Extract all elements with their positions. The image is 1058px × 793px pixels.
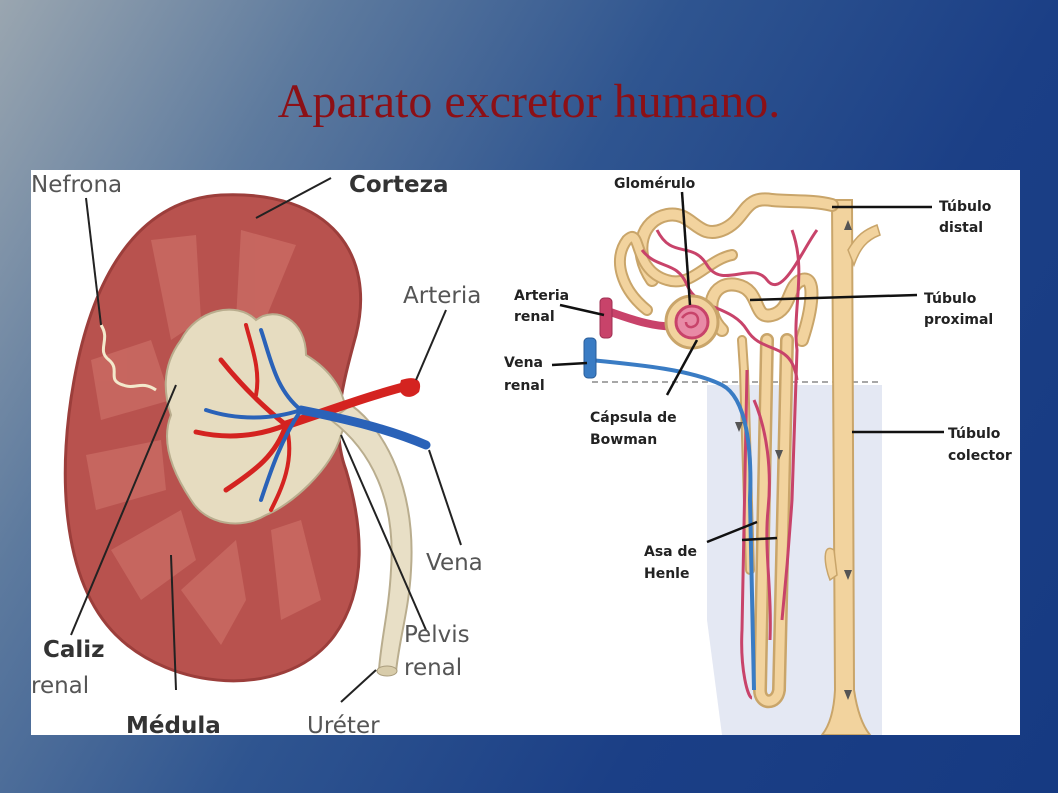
label-asa-1: Asa de <box>644 544 697 560</box>
label-vena-renal-2: renal <box>504 378 545 394</box>
label-tubulo-proximal-2: proximal <box>924 312 993 328</box>
label-vena: Vena <box>426 550 483 576</box>
label-asa-2: Henle <box>644 566 689 582</box>
peritubular-capillaries <box>640 229 819 700</box>
renal-vein-branches <box>204 328 431 502</box>
slide-title: Aparato excretor humano. <box>277 75 781 128</box>
label-caliz-1: Caliz <box>43 637 105 663</box>
label-arteria: Arteria <box>403 283 481 309</box>
nephron-illustration: Glomérulo Túbulo distal Arteria renal Tú… <box>504 176 1012 735</box>
nephron-squiggle <box>99 324 157 392</box>
convoluted-tubules <box>613 192 839 709</box>
nephron-diagram: Glomérulo Túbulo distal Arteria renal Tú… <box>492 170 1020 735</box>
flow-arrows <box>735 220 852 700</box>
collecting-duct <box>820 199 872 735</box>
renal-artery-branches <box>193 323 416 512</box>
kidney-leader-lines <box>70 177 462 703</box>
nephron-leader-lines <box>551 191 944 544</box>
label-arteria-renal-1: Arteria <box>514 288 569 304</box>
label-tubulo-distal-1: Túbulo <box>939 199 992 215</box>
label-corteza: Corteza <box>349 172 449 198</box>
label-tubulo-proximal-1: Túbulo <box>924 291 977 307</box>
label-nefrona: Nefrona <box>31 172 122 198</box>
label-medula: Médula <box>126 713 221 735</box>
label-pelvis-1: Pelvis <box>404 622 470 648</box>
label-glomerulo: Glomérulo <box>614 176 696 192</box>
kidney-medulla-pyramids <box>86 230 321 645</box>
label-pelvis-2: renal <box>404 655 462 681</box>
label-vena-renal-1: Vena <box>504 355 543 371</box>
label-capsula-1: Cápsula de <box>590 410 677 426</box>
label-tubulo-colector-1: Túbulo <box>948 426 1001 442</box>
label-capsula-2: Bowman <box>590 432 657 448</box>
label-tubulo-distal-2: distal <box>939 220 983 236</box>
renal-vein-path <box>589 358 756 691</box>
label-caliz-2: renal <box>31 673 89 699</box>
kidney-illustration: Nefrona Corteza Arteria Vena Caliz renal… <box>31 172 483 735</box>
glomerulus <box>674 304 710 340</box>
label-ureter: Uréter <box>307 713 380 735</box>
kidney-diagram: Nefrona Corteza Arteria Vena Caliz renal… <box>31 170 492 735</box>
label-arteria-renal-2: renal <box>514 309 555 325</box>
label-tubulo-colector-2: colector <box>948 448 1012 464</box>
